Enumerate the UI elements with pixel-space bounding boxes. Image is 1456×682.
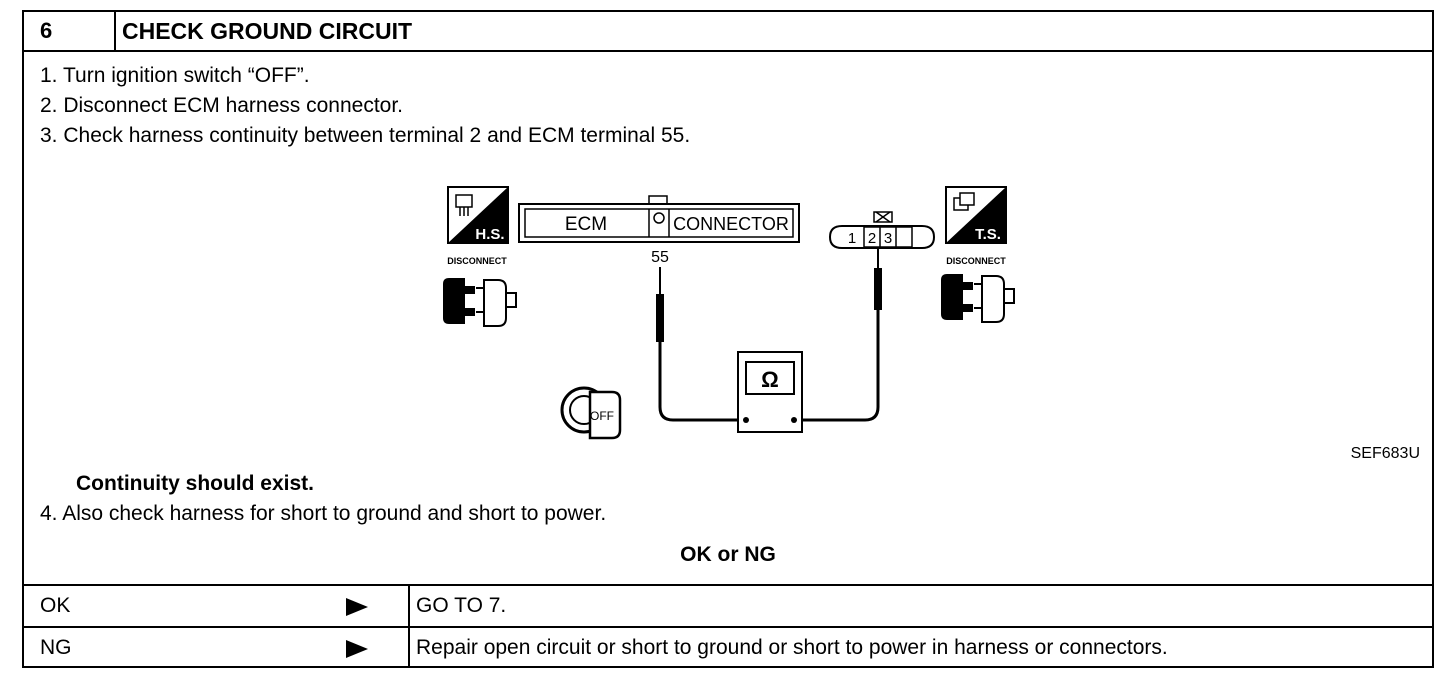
hs-label: H.S. [475,226,504,243]
harness-side-badge: H.S. [447,186,509,244]
instruction-step-2: 2. Disconnect ECM harness connector. [40,94,404,117]
disconnect-plug-icon-left [443,278,517,327]
ohmmeter: Ω [737,351,803,433]
outcome-label-ng: NG [40,636,72,659]
outcome-action-ng: Repair open circuit or short to ground o… [416,636,1168,659]
arrow-right-icon [346,598,368,616]
ok-or-ng-heading: OK or NG [680,543,776,566]
outcome-action-ok: GO TO 7. [416,594,507,617]
ohm-symbol: Ω [761,367,779,392]
terminal-icon [953,192,975,211]
right-probe-lead [798,248,882,422]
connector-label: CONNECTOR [673,214,789,234]
ts-label: T.S. [975,226,1001,243]
column-divider [408,628,410,668]
instruction-step-4: 4. Also check harness for short to groun… [40,502,607,525]
disconnect-label-right: DISCONNECT [946,256,1006,266]
step-number: 6 [24,12,116,50]
procedure-title: CHECK GROUND CIRCUIT [122,18,413,44]
three-pin-connector: 1 2 3 [828,211,936,249]
outcome-label-ok: OK [40,594,71,617]
outcome-row-ok: OK GO TO 7. [24,584,1432,626]
terminal-55-label: 55 [651,249,669,266]
continuity-note: Continuity should exist. [76,472,315,495]
pin-3-label: 3 [884,230,892,247]
column-divider [408,586,410,626]
procedure-header: 6 CHECK GROUND CIRCUIT [24,12,1432,52]
procedure-card: 6 CHECK GROUND CIRCUIT 1. Turn ignition … [22,10,1434,668]
figure-code: SEF683U [1351,445,1420,462]
outcome-row-ng: NG Repair open circuit or short to groun… [24,626,1432,668]
instruction-step-3: 3. Check harness continuity between term… [40,124,691,147]
arrow-right-icon [346,640,368,658]
ignition-key-icon: OFF [560,386,622,440]
disconnect-label-left: DISCONNECT [447,256,507,266]
terminal-side-badge: T.S. [945,186,1007,244]
harness-icon [455,194,473,216]
disconnect-plug-icon-right [941,274,1015,323]
ecm-label: ECM [565,214,607,235]
key-off-label: OFF [590,409,614,423]
instruction-step-1: 1. Turn ignition switch “OFF”. [40,64,310,87]
pin-2-label: 2 [868,230,876,247]
left-probe-lead [656,267,740,422]
ecm-connector: ECM CONNECTOR [518,195,800,243]
continuity-check-diagram: H.S. DISCONNECT ECM CONNECTOR 55 [443,186,1420,462]
pin-1-label: 1 [848,230,856,247]
